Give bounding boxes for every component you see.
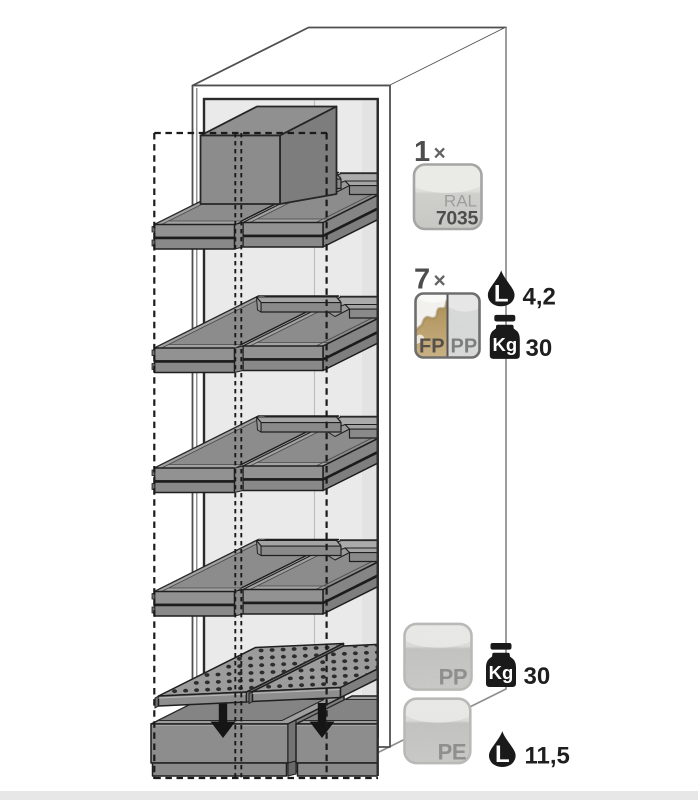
svg-text:FP: FP — [419, 336, 445, 358]
svg-text:11,5: 11,5 — [525, 743, 570, 770]
svg-text:30: 30 — [524, 663, 551, 690]
svg-text:PP: PP — [451, 336, 478, 358]
svg-text:L: L — [495, 741, 510, 768]
svg-text:×: × — [434, 270, 446, 293]
svg-text:PE: PE — [438, 740, 466, 765]
svg-text:30: 30 — [526, 335, 553, 362]
svg-text:4,2: 4,2 — [523, 284, 556, 311]
svg-text:1: 1 — [414, 136, 430, 168]
svg-text:Kg: Kg — [489, 662, 514, 683]
svg-text:L: L — [494, 281, 509, 308]
svg-text:×: × — [434, 142, 446, 165]
svg-text:7035: 7035 — [436, 208, 479, 230]
svg-text:RAL: RAL — [444, 192, 477, 211]
svg-text:7: 7 — [414, 264, 430, 296]
svg-text:PP: PP — [439, 665, 467, 690]
svg-text:Kg: Kg — [492, 334, 517, 355]
